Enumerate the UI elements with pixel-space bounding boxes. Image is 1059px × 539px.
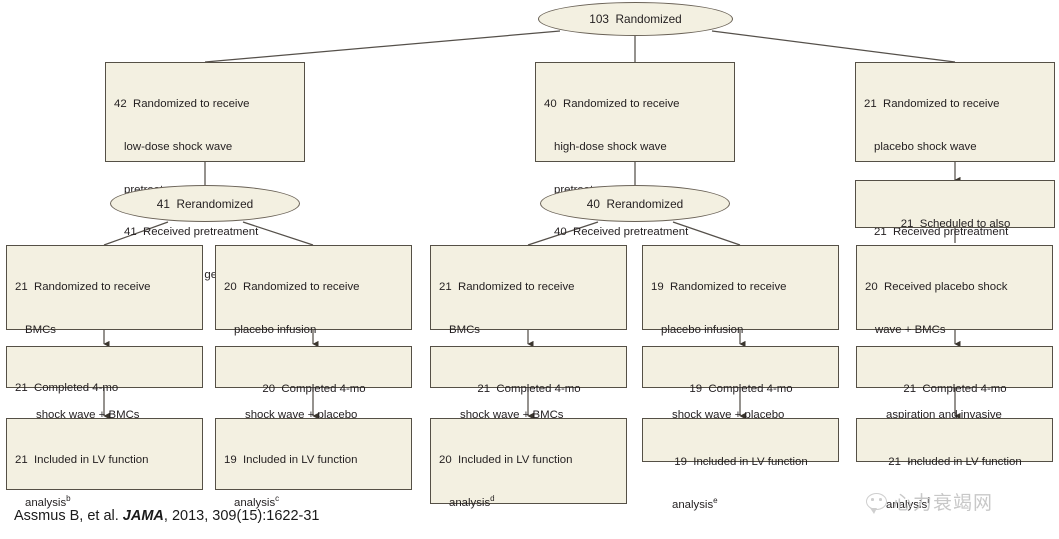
text-line-with-superscript: analysisd bbox=[439, 494, 619, 510]
text-line: 41 Received pretreatment bbox=[124, 226, 259, 239]
text-line: 20 Included in LV function bbox=[439, 454, 573, 467]
text-line: 19 Completed 4-mo bbox=[689, 383, 793, 396]
text-line: 21 Received pretreatment bbox=[874, 226, 1009, 239]
footnote-marker: d bbox=[490, 494, 495, 504]
text-line: 20 Completed 4-mo bbox=[262, 383, 366, 396]
text-line: wave + BMCs bbox=[875, 324, 946, 337]
text-line: 21 Included in LV function bbox=[888, 456, 1022, 469]
text-line: 21 Completed 4-mo bbox=[903, 383, 1007, 396]
text-line-with-superscript: analysise bbox=[651, 496, 831, 512]
node-alloc-high-dose-bmcs: 21 Randomized to receive BMCs 21 Receive… bbox=[430, 245, 627, 421]
text-line-with-superscript: analysisc bbox=[224, 494, 404, 510]
text-line: 40 Randomized to receive bbox=[544, 98, 680, 111]
text-line: analysis bbox=[886, 499, 928, 512]
text-line-with-superscript: analysisb bbox=[15, 494, 195, 510]
text-line: 21 Completed 4-mo bbox=[477, 383, 581, 396]
text-line: BMCs bbox=[25, 324, 57, 337]
node-alloc-placebo-bmcs: 20 Received placebo shock wave + BMCs 1 … bbox=[856, 245, 1053, 464]
text-line: 42 Randomized to receive bbox=[114, 98, 250, 111]
text-line: BMCs bbox=[449, 324, 481, 337]
text-line-with-superscript: analysisf bbox=[865, 496, 1045, 512]
watermark-text: 心力衰竭网 bbox=[893, 493, 994, 514]
text-line: analysis bbox=[234, 497, 276, 510]
citation-details: , 2013, 309(15):1622-31 bbox=[163, 508, 320, 524]
node-rerandomized-high-dose: 40 Rerandomized bbox=[540, 185, 730, 222]
speech-bubble-icon bbox=[866, 493, 887, 514]
footnote-marker: e bbox=[713, 496, 718, 506]
node-followup-low-dose-bmcs: 21 Completed 4-mo follow-up 1 Lost to fo… bbox=[6, 346, 203, 480]
text-line: placebo shock wave bbox=[874, 141, 977, 154]
node-randomized-total: 103 Randomized bbox=[538, 2, 733, 36]
node-enrollment-low-dose: 42 Randomized to receive low-dose shock … bbox=[105, 62, 305, 323]
footnote-marker: c bbox=[275, 494, 280, 504]
text-line: 21 Included in LV function bbox=[15, 454, 149, 467]
text-line: 19 Included in LV function bbox=[224, 454, 358, 467]
node-analysis-high-dose-placebo: 19 Included in LV function analysise bbox=[642, 418, 839, 511]
text-line: 21 Scheduled to also bbox=[900, 218, 1011, 231]
node-analysis-high-dose-bmcs: 20 Included in LV function analysisd 1 E… bbox=[430, 418, 627, 509]
text-line: placebo infusion bbox=[234, 324, 317, 337]
node-followup-placebo-bmcs: 21 Completed 4-mo follow-up bbox=[856, 346, 1053, 438]
footnote-marker: f bbox=[927, 496, 930, 506]
text-line: 20 Received placebo shock bbox=[865, 281, 1008, 294]
node-alloc-high-dose-placebo: 19 Randomized to receive placebo infusio… bbox=[642, 245, 839, 464]
text-line: 40 Received pretreatment bbox=[554, 226, 689, 239]
citation-journal: JAMA bbox=[122, 508, 164, 524]
node-label: 103 Randomized bbox=[589, 12, 682, 26]
node-rerandomized-low-dose: 41 Rerandomized bbox=[110, 185, 300, 222]
node-enrollment-high-dose: 40 Randomized to receive high-dose shock… bbox=[535, 62, 735, 238]
node-enrollment-placebo: 21 Randomized to receive placebo shock w… bbox=[855, 62, 1055, 238]
text-line: analysis bbox=[672, 499, 714, 512]
node-label: 41 Rerandomized bbox=[156, 196, 254, 211]
text-line: 19 Included in LV function bbox=[674, 456, 808, 469]
node-followup-high-dose-bmcs: 21 Completed 4-mo follow-up bbox=[430, 346, 627, 438]
text-line: 19 Randomized to receive bbox=[651, 281, 787, 294]
text-line: 21 Randomized to receive bbox=[15, 281, 151, 294]
node-followup-low-dose-placebo: 20 Completed 4-mo follow-up bbox=[215, 346, 412, 438]
citation-authors: Assmus B, et al. bbox=[14, 508, 123, 524]
text-line: 21 Randomized to receive bbox=[864, 98, 1000, 111]
node-label: 40 Rerandomized bbox=[586, 196, 684, 211]
text-line: 21 Randomized to receive bbox=[439, 281, 575, 294]
node-analysis-low-dose-placebo: 19 Included in LV function analysisc 1 E… bbox=[215, 418, 412, 509]
text-line: analysis bbox=[449, 497, 491, 510]
node-analysis-placebo-bmcs: 21 Included in LV function analysisf bbox=[856, 418, 1053, 511]
node-analysis-low-dose-bmcs: 21 Included in LV function analysisb 1 E… bbox=[6, 418, 203, 509]
node-placebo-scheduled-bmcs: 21 Scheduled to also receive BMCs bbox=[855, 180, 1055, 273]
node-followup-high-dose-placebo: 19 Completed 4-mo follow-up bbox=[642, 346, 839, 438]
citation-line: Assmus B, et al. JAMA, 2013, 309(15):162… bbox=[14, 508, 319, 524]
text-line: 21 Completed 4-mo bbox=[15, 382, 119, 395]
text-line: analysis bbox=[25, 497, 67, 510]
text-line: 20 Randomized to receive bbox=[224, 281, 360, 294]
text-line: placebo infusion bbox=[661, 324, 744, 337]
text-line: high-dose shock wave bbox=[554, 141, 667, 154]
text-line: low-dose shock wave bbox=[124, 141, 233, 154]
footnote-marker: b bbox=[66, 494, 71, 504]
node-alloc-low-dose-placebo: 20 Randomized to receive placebo infusio… bbox=[215, 245, 412, 464]
watermark: 心力衰竭网 bbox=[866, 488, 993, 515]
node-alloc-low-dose-bmcs: 21 Randomized to receive BMCs 20 Receive… bbox=[6, 245, 203, 464]
